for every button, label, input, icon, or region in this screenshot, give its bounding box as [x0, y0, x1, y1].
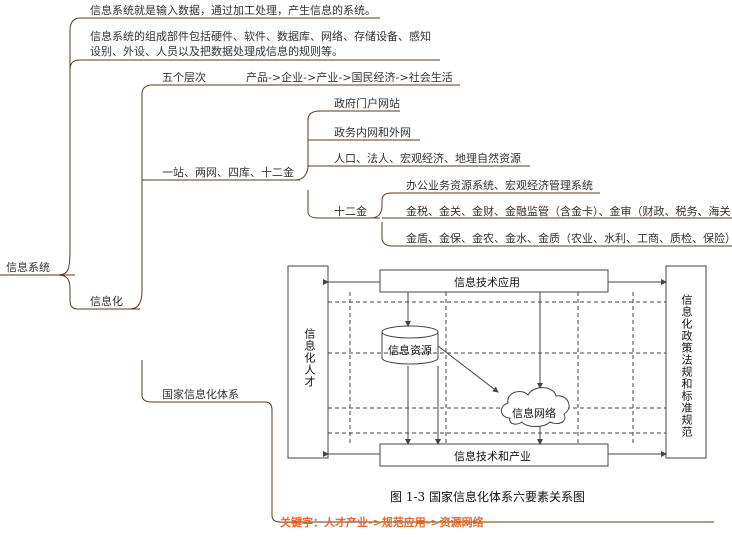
- keywords-note[interactable]: 关键字：人才产业->规范应用->资源网络: [280, 516, 484, 529]
- tech-application-label: 信息技术应用: [454, 276, 520, 289]
- node-gov-portal[interactable]: 政府门户网站: [334, 97, 400, 110]
- cloud-shape: [501, 387, 570, 427]
- branch-definition[interactable]: 信息系统就是输入数据，通过加工处理，产生信息的系统。: [90, 4, 376, 17]
- node-gold-shield[interactable]: 金盾、金保、金农、金水、金质（农业、水利、工商、质检、保险）: [406, 232, 732, 245]
- policy-label: 信息化政策法规和标准规范: [680, 294, 693, 438]
- talent-label: 信息化人才: [303, 328, 316, 388]
- node-site-net[interactable]: 一站、两网、四库、十二金: [162, 166, 294, 179]
- tech-application-box: [379, 269, 609, 293]
- node-gold-tax[interactable]: 金税、金关、金财、金融监管（含金卡）、金审（财政、税务、海关: [406, 205, 731, 218]
- node-gov-network[interactable]: 政务内网和外网: [334, 126, 411, 139]
- node-four-db[interactable]: 人口、法人、宏观经济、地理自然资源: [334, 152, 521, 165]
- node-national-system[interactable]: 国家信息化体系: [162, 388, 239, 401]
- branch-components-line2[interactable]: 设别、外设、人员以及把数据处理成信息的规则等。: [90, 45, 343, 58]
- db-label: 信息资源: [388, 344, 432, 357]
- root-node[interactable]: 信息系统: [6, 261, 50, 274]
- node-five-levels[interactable]: 五个层次: [162, 71, 206, 84]
- branch-components-line1[interactable]: 信息系统的组成部件包括硬件、软件、数据库、网络、存储设备、感知: [90, 30, 431, 43]
- policy-box: [665, 265, 707, 459]
- national-info-system-figure: 信息化人才 信息化政策法规和标准规范 信息技术应用 信息技术和产业 信息资源 信…: [278, 258, 714, 508]
- node-office-system[interactable]: 办公业务资源系统、宏观经济管理系统: [406, 179, 593, 192]
- tech-industry-box: [379, 443, 609, 467]
- talent-box: [287, 265, 329, 459]
- cloud-label: 信息网络: [512, 407, 556, 420]
- tech-industry-label: 信息技术和产业: [454, 450, 531, 463]
- figure-diagram: [287, 265, 707, 467]
- figure-caption: 图 1-3 国家信息化体系六要素关系图: [390, 490, 585, 504]
- node-five-levels-value[interactable]: 产品->企业->产业->国民经济->社会生活: [246, 71, 453, 84]
- node-xinxihua[interactable]: 信息化: [90, 295, 123, 308]
- db-cylinder: [381, 332, 439, 365]
- node-twelve-gold[interactable]: 十二金: [334, 205, 367, 218]
